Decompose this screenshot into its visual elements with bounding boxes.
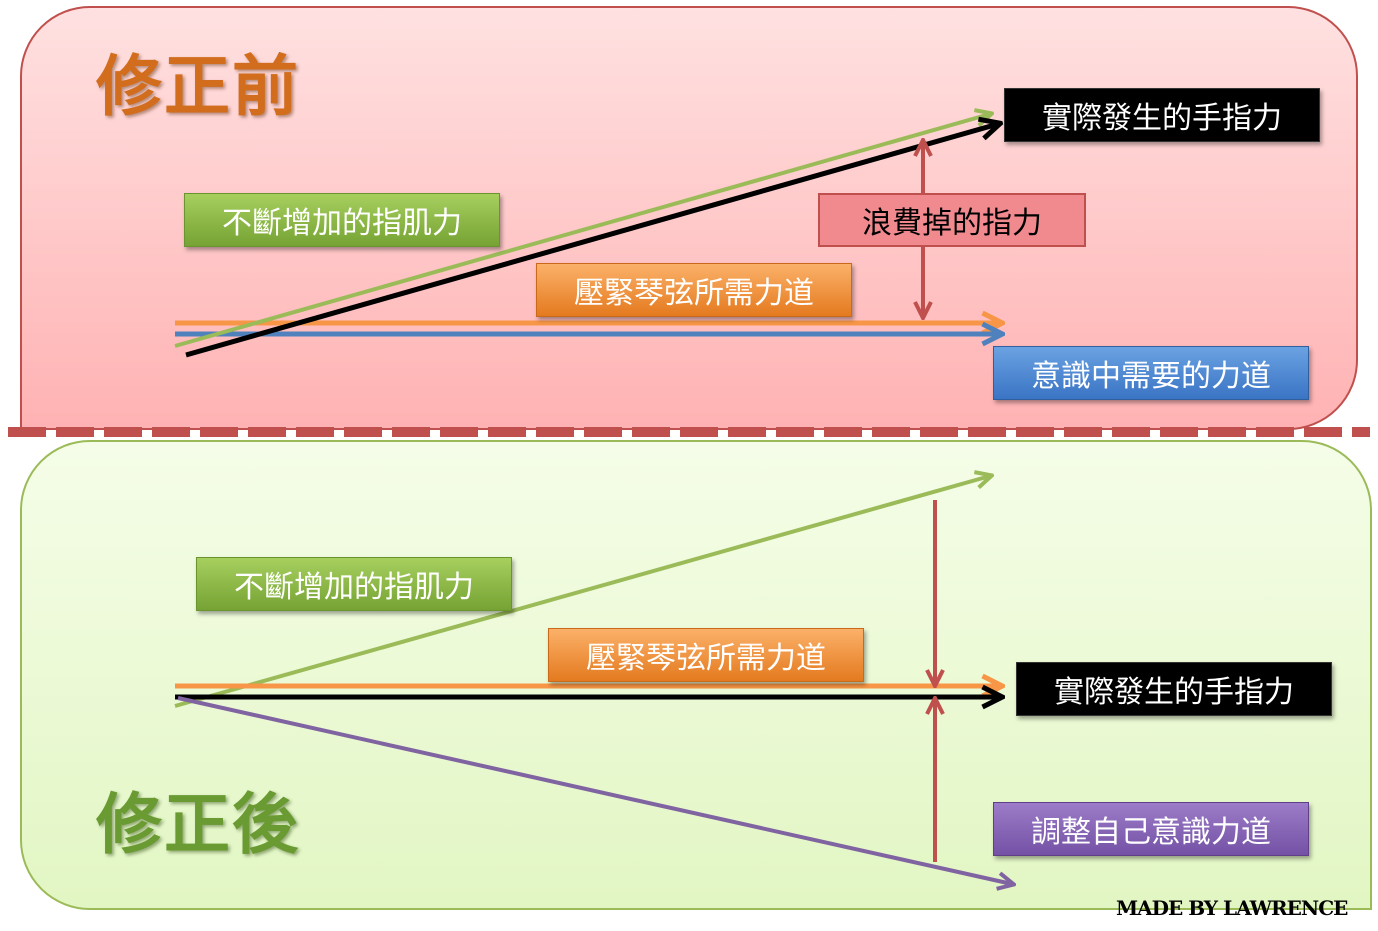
after-adjust-force-label: 調整自己意識力道 — [993, 802, 1309, 856]
before-wasted-force-label: 浪費掉的指力 — [818, 193, 1086, 247]
after-purple-arrow — [177, 696, 1012, 884]
before-black-arrow — [185, 124, 998, 358]
after-string-force-label: 壓緊琴弦所需力道 — [548, 628, 864, 682]
after-increasing-force-label: 不斷增加的指肌力 — [196, 557, 512, 611]
after-green-arrow — [174, 476, 990, 708]
author-credit: MADE BY LAWRENCE — [1116, 896, 1348, 920]
before-intended-force-label: 意識中需要的力道 — [993, 346, 1309, 400]
before-green-arrow — [174, 114, 990, 348]
before-title: 修正前 — [96, 48, 300, 125]
after-actual-force-label: 實際發生的手指力 — [1016, 662, 1332, 716]
before-actual-force-label: 實際發生的手指力 — [1004, 88, 1320, 142]
before-string-force-label: 壓緊琴弦所需力道 — [536, 263, 852, 317]
after-title: 修正後 — [96, 786, 300, 863]
before-increasing-force-label: 不斷增加的指肌力 — [184, 193, 500, 247]
